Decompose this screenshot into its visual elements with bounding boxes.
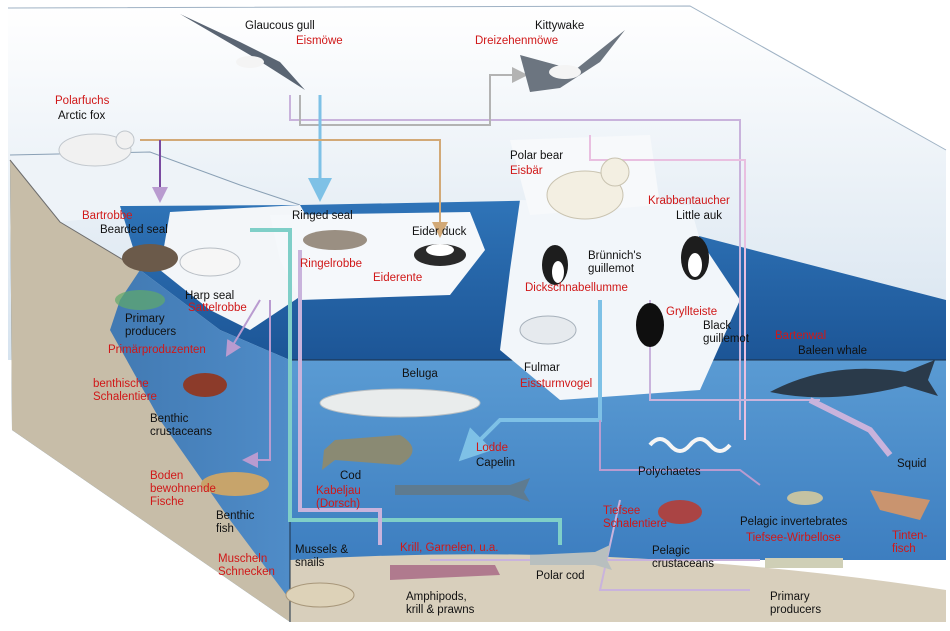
little-auk-label-de: Krabbentaucher bbox=[648, 195, 730, 207]
fulmar-icon bbox=[519, 315, 577, 345]
pelagic-invertebrates-label-en: Pelagic invertebrates bbox=[740, 516, 848, 528]
baleen-whale-icon bbox=[770, 360, 938, 398]
polar-cod-label-en: Polar cod bbox=[536, 570, 585, 582]
capelin-icon bbox=[395, 478, 530, 502]
benthic-crustaceans-label-en: Benthic crustaceans bbox=[150, 413, 213, 438]
eider-duck-label-en: Eider duck bbox=[412, 226, 467, 238]
land-wedge bbox=[10, 160, 290, 622]
brunnichs-guillemot-icon bbox=[542, 245, 568, 285]
black-guillemot-label-en: Black guillemot bbox=[703, 320, 750, 345]
benthic-fish-icon bbox=[201, 472, 269, 496]
primary-producers-deep-label-en: Primary producers bbox=[770, 591, 822, 616]
ringed-seal-label-de: Ringelrobbe bbox=[300, 258, 363, 270]
amphipods-icon bbox=[390, 565, 500, 580]
cod-label-en: Cod bbox=[340, 470, 362, 482]
polar-bear-icon bbox=[546, 157, 630, 220]
mussels-snails-icon bbox=[285, 582, 355, 608]
amphipods-label-en: Amphipods, krill & prawns bbox=[406, 591, 475, 616]
mussels-snails-label-en: Mussels & snails bbox=[295, 544, 349, 569]
benthic-crustaceans-icon bbox=[183, 373, 227, 397]
squid-label-en: Squid bbox=[897, 458, 927, 470]
black-guillemot-icon bbox=[636, 303, 664, 347]
glaucous-gull-label-de: Eismöwe bbox=[296, 35, 343, 47]
primary-producers-surface-label-de: Primärproduzenten bbox=[108, 344, 206, 356]
harp-seal-label-en: Harp seal bbox=[185, 290, 235, 302]
food-web-arrows bbox=[140, 67, 893, 591]
ringed-seal-icon bbox=[303, 230, 367, 250]
arctic-fox-label-de: Polarfuchs bbox=[55, 95, 110, 107]
glaucous-gull-label-en: Glaucous gull bbox=[245, 20, 315, 32]
glaucous-gull-icon bbox=[180, 14, 305, 90]
harp-seal-label-de: Sattelrobbe bbox=[188, 302, 247, 314]
kittiwake-label-en: Kittywake bbox=[535, 20, 585, 32]
mussels-snails-label-de: Muscheln Schnecken bbox=[218, 553, 275, 578]
brunnichs-guillemot-label-en: Brünnich's guillemot bbox=[588, 250, 642, 275]
primary-producers-surface-icon bbox=[115, 290, 165, 310]
harp-seal-icon bbox=[179, 247, 241, 277]
pelagic-crustaceans-label-de: Tiefsee Schalentiere bbox=[603, 505, 667, 530]
polychaetes-icon bbox=[648, 437, 732, 453]
squid-icon bbox=[870, 490, 930, 520]
benthic-crustaceans-label-de: benthische Schalentiere bbox=[93, 378, 157, 403]
eider-duck-label-de: Eiderente bbox=[373, 272, 423, 284]
fulmar-label-en: Fulmar bbox=[524, 362, 560, 374]
beluga-label-en: Beluga bbox=[402, 368, 438, 380]
beluga-icon bbox=[319, 388, 481, 418]
pelagic-crustaceans-label-en: Pelagic crustaceans bbox=[652, 545, 715, 570]
benthic-fish-label-en: Benthic fish bbox=[216, 510, 255, 535]
primary-producers-surface-label-en: Primary producers bbox=[125, 313, 177, 338]
bearded-seal-icon bbox=[122, 244, 178, 272]
arctic-fox-icon bbox=[58, 130, 135, 167]
squid-label-de: Tinten- fisch bbox=[892, 530, 928, 555]
kittiwake-icon bbox=[520, 30, 625, 92]
fulmar-label-de: Eissturmvogel bbox=[520, 378, 593, 390]
little-auk-icon bbox=[681, 236, 709, 280]
eider-duck-icon bbox=[414, 244, 466, 266]
baleen-whale-label-de: Bartenwal bbox=[775, 330, 827, 342]
cod-icon bbox=[322, 435, 413, 470]
pelagic-invertebrates-label-de: Tiefsee-Wirbellose bbox=[746, 532, 841, 544]
kittiwake-label-de: Dreizehenmöwe bbox=[475, 35, 559, 47]
baleen-whale-label-en: Baleen whale bbox=[798, 345, 868, 357]
capelin-label-de: Lodde bbox=[476, 442, 508, 454]
pelagic-crustaceans-icon bbox=[658, 500, 702, 524]
amphipods-label-de: Krill, Garnelen, u.a. bbox=[400, 542, 499, 554]
capelin-label-en: Capelin bbox=[476, 457, 515, 469]
polar-bear-label-de: Eisbär bbox=[510, 165, 543, 177]
ringed-seal-label-en: Ringed seal bbox=[292, 210, 353, 222]
bearded-seal-label-de: Bartrobbe bbox=[82, 210, 133, 222]
arctic-fox-label-en: Arctic fox bbox=[58, 110, 106, 122]
polychaetes-label-en: Polychaetes bbox=[638, 466, 701, 478]
pelagic-invertebrates-icon bbox=[787, 491, 823, 505]
cod-label-de: Kabeljau (Dorsch) bbox=[316, 485, 361, 510]
little-auk-label-en: Little auk bbox=[676, 210, 723, 222]
brunnichs-guillemot-label-de: Dickschnabellumme bbox=[525, 282, 628, 294]
polar-cod-icon bbox=[530, 545, 612, 570]
black-guillemot-label-de: Gryllteiste bbox=[666, 306, 718, 318]
benthic-fish-label-de: Boden bewohnende Fische bbox=[150, 470, 216, 508]
seabed bbox=[290, 554, 946, 622]
bearded-seal-label-en: Bearded seal bbox=[100, 224, 168, 236]
primary-producers-deep-icon bbox=[765, 558, 843, 568]
polar-bear-label-en: Polar bear bbox=[510, 150, 564, 162]
